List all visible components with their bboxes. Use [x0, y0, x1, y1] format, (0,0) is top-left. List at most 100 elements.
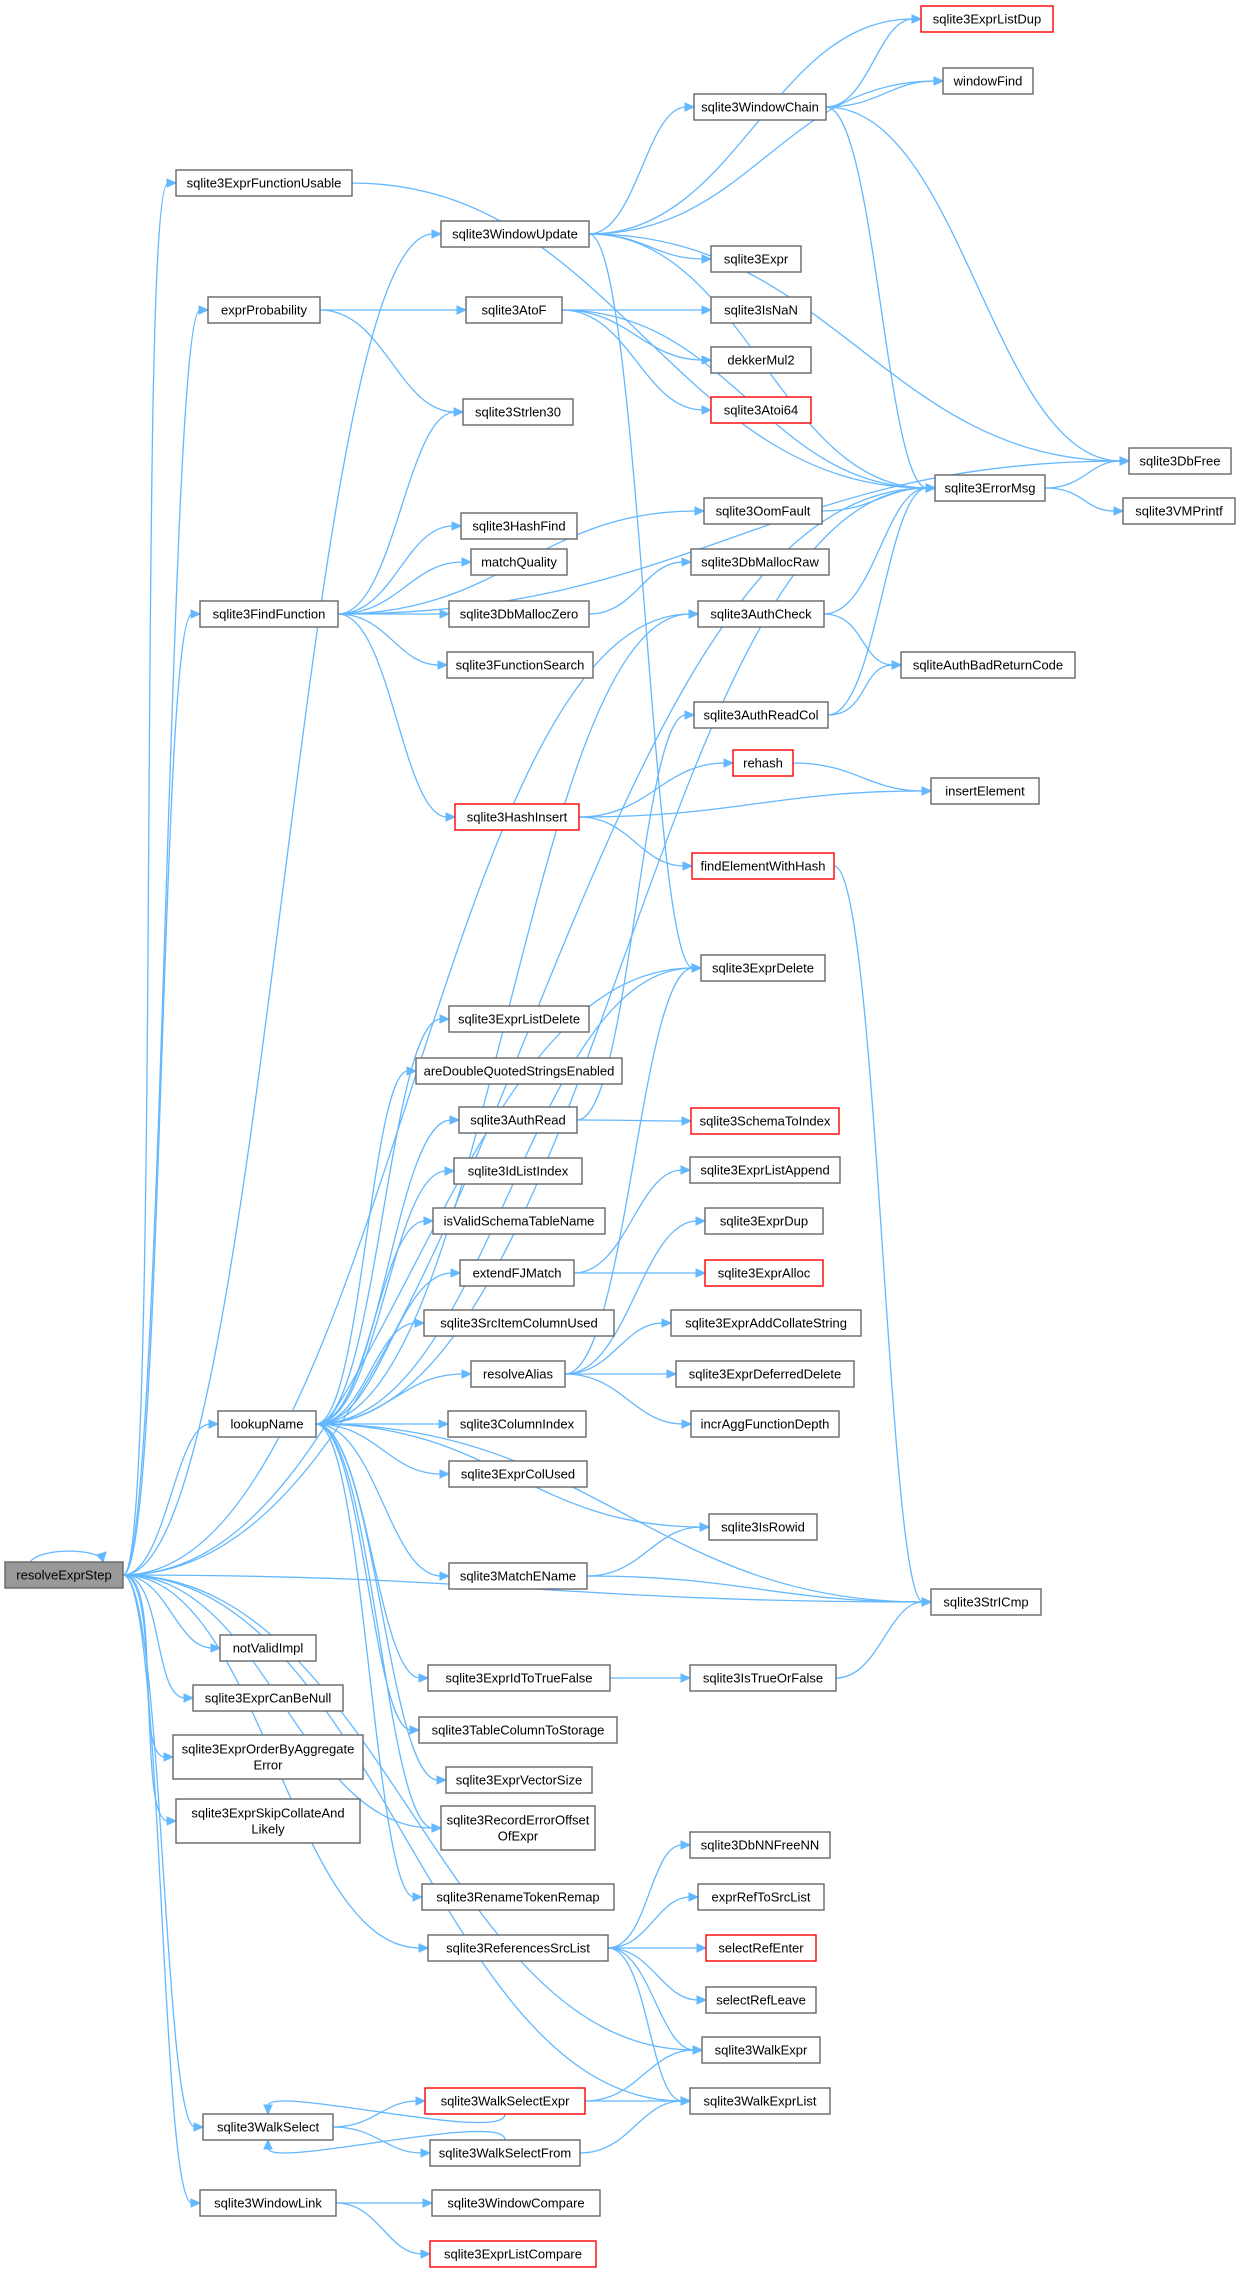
node-sqlite3WindowLink[interactable]: sqlite3WindowLink: [199, 2189, 337, 2217]
node-box[interactable]: [199, 600, 339, 628]
node-box[interactable]: [690, 1410, 840, 1438]
node-sqlite3TableColumnToStorage[interactable]: sqlite3TableColumnToStorage: [418, 1716, 618, 1744]
node-areDoubleQuotedStringsEnabled[interactable]: areDoubleQuotedStringsEnabled: [415, 1057, 623, 1085]
node-sqlite3DbMallocRaw[interactable]: sqlite3DbMallocRaw: [690, 548, 830, 576]
node-sqlite3ExprDelete[interactable]: sqlite3ExprDelete: [700, 954, 826, 982]
node-box[interactable]: [217, 1410, 317, 1438]
node-sqlite3IsRowid[interactable]: sqlite3IsRowid: [708, 1513, 818, 1541]
node-sqlite3ExprVectorSize[interactable]: sqlite3ExprVectorSize: [445, 1766, 593, 1794]
node-sqlite3ExprListCompare[interactable]: sqlite3ExprListCompare: [429, 2240, 597, 2268]
node-sqlite3AuthReadCol[interactable]: sqlite3AuthReadCol: [693, 701, 829, 729]
node-sqlite3WalkSelectFrom[interactable]: sqlite3WalkSelectFrom: [429, 2139, 581, 2167]
node-box[interactable]: [705, 1986, 817, 2014]
node-box[interactable]: [427, 1664, 611, 1692]
node-sqlite3MatchEName[interactable]: sqlite3MatchEName: [448, 1562, 588, 1590]
node-box[interactable]: [446, 651, 594, 679]
node-box[interactable]: [453, 1157, 583, 1185]
node-box[interactable]: [704, 1259, 824, 1287]
node-box[interactable]: [675, 1360, 855, 1388]
node-box[interactable]: [690, 548, 830, 576]
node-notValidImpl[interactable]: notValidImpl: [219, 1634, 317, 1662]
node-sqlite3HashFind[interactable]: sqlite3HashFind: [460, 512, 578, 540]
node-selectRefEnter[interactable]: selectRefEnter: [705, 1934, 817, 1962]
node-sqlite3FunctionSearch[interactable]: sqlite3FunctionSearch: [446, 651, 594, 679]
node-box[interactable]: [199, 2189, 337, 2217]
node-box[interactable]: [462, 398, 574, 426]
node-box[interactable]: [448, 600, 590, 628]
node-sqlite3DbNNFreeNN[interactable]: sqlite3DbNNFreeNN: [689, 1831, 831, 1859]
node-box[interactable]: [930, 777, 1040, 805]
node-sqlite3IsTrueOrFalse[interactable]: sqlite3IsTrueOrFalse: [689, 1664, 837, 1692]
node-box[interactable]: [708, 1513, 818, 1541]
node-sqlite3ExprCanBeNull[interactable]: sqlite3ExprCanBeNull: [192, 1684, 344, 1712]
node-incrAggFunctionDepth[interactable]: incrAggFunctionDepth: [690, 1410, 840, 1438]
node-box[interactable]: [689, 1156, 841, 1184]
node-sqlite3DbFree[interactable]: sqlite3DbFree: [1128, 447, 1232, 475]
node-box[interactable]: [415, 1057, 623, 1085]
node-sqlite3WindowChain[interactable]: sqlite3WindowChain: [693, 93, 827, 121]
node-sqlite3StrICmp[interactable]: sqlite3StrICmp: [930, 1588, 1042, 1616]
node-box[interactable]: [700, 954, 826, 982]
node-sqlite3ErrorMsg[interactable]: sqlite3ErrorMsg: [934, 474, 1046, 502]
node-box[interactable]: [429, 2240, 597, 2268]
node-box[interactable]: [697, 1883, 825, 1911]
node-box[interactable]: [459, 1259, 575, 1287]
node-box[interactable]: [703, 497, 823, 525]
node-box[interactable]: [424, 2087, 586, 2115]
node-sqlite3OomFault[interactable]: sqlite3OomFault: [703, 497, 823, 525]
node-sqlite3AuthRead[interactable]: sqlite3AuthRead: [458, 1106, 578, 1134]
node-box[interactable]: [934, 474, 1046, 502]
node-box[interactable]: [440, 220, 590, 248]
node-box[interactable]: [693, 701, 829, 729]
node-box[interactable]: [710, 296, 812, 324]
node-selectRefLeave[interactable]: selectRefLeave: [705, 1986, 817, 2014]
node-sqlite3SchemaToIndex[interactable]: sqlite3SchemaToIndex: [690, 1107, 840, 1135]
node-box[interactable]: [172, 1734, 364, 1780]
node-sqliteAuthBadReturnCode[interactable]: sqliteAuthBadReturnCode: [900, 651, 1076, 679]
node-box[interactable]: [431, 2189, 601, 2217]
node-extendFJMatch[interactable]: extendFJMatch: [459, 1259, 575, 1287]
node-box[interactable]: [670, 1309, 862, 1337]
node-box[interactable]: [705, 1934, 817, 1962]
node-rehash[interactable]: rehash: [732, 749, 794, 777]
node-lookupName[interactable]: lookupName: [217, 1410, 317, 1438]
node-box[interactable]: [445, 1766, 593, 1794]
node-sqlite3WalkExpr[interactable]: sqlite3WalkExpr: [701, 2036, 821, 2064]
node-box[interactable]: [4, 1561, 124, 1589]
node-box[interactable]: [448, 1460, 588, 1488]
node-sqlite3ExprDup[interactable]: sqlite3ExprDup: [704, 1207, 824, 1235]
node-box[interactable]: [465, 296, 563, 324]
node-sqlite3FindFunction[interactable]: sqlite3FindFunction: [199, 600, 339, 628]
node-box[interactable]: [930, 1588, 1042, 1616]
node-sqlite3ExprColUsed[interactable]: sqlite3ExprColUsed: [448, 1460, 588, 1488]
node-sqlite3WindowUpdate[interactable]: sqlite3WindowUpdate: [440, 220, 590, 248]
node-box[interactable]: [704, 1207, 824, 1235]
node-box[interactable]: [470, 548, 568, 576]
node-sqlite3ExprIdToTrueFalse[interactable]: sqlite3ExprIdToTrueFalse: [427, 1664, 611, 1692]
node-sqlite3ExprAddCollateString[interactable]: sqlite3ExprAddCollateString: [670, 1309, 862, 1337]
node-box[interactable]: [689, 1831, 831, 1859]
node-box[interactable]: [900, 651, 1076, 679]
node-sqlite3IdListIndex[interactable]: sqlite3IdListIndex: [453, 1157, 583, 1185]
node-sqlite3ExprAlloc[interactable]: sqlite3ExprAlloc: [704, 1259, 824, 1287]
node-box[interactable]: [693, 93, 827, 121]
node-box[interactable]: [440, 1805, 596, 1851]
node-box[interactable]: [175, 1798, 361, 1844]
node-sqlite3ReferencesSrcList[interactable]: sqlite3ReferencesSrcList: [427, 1934, 609, 1962]
node-box[interactable]: [192, 1684, 344, 1712]
node-sqlite3ColumnIndex[interactable]: sqlite3ColumnIndex: [447, 1410, 587, 1438]
node-box[interactable]: [447, 1410, 587, 1438]
node-sqlite3Atoi64[interactable]: sqlite3Atoi64: [710, 396, 812, 424]
node-box[interactable]: [1128, 447, 1232, 475]
node-box[interactable]: [710, 245, 802, 273]
node-sqlite3AuthCheck[interactable]: sqlite3AuthCheck: [697, 600, 825, 628]
node-sqlite3HashInsert[interactable]: sqlite3HashInsert: [454, 803, 580, 831]
node-sqlite3Strlen30[interactable]: sqlite3Strlen30: [462, 398, 574, 426]
node-sqlite3IsNaN[interactable]: sqlite3IsNaN: [710, 296, 812, 324]
node-resolveAlias[interactable]: resolveAlias: [470, 1360, 566, 1388]
node-box[interactable]: [207, 296, 321, 324]
node-exprProbability[interactable]: exprProbability: [207, 296, 321, 324]
node-box[interactable]: [460, 512, 578, 540]
node-box[interactable]: [470, 1360, 566, 1388]
